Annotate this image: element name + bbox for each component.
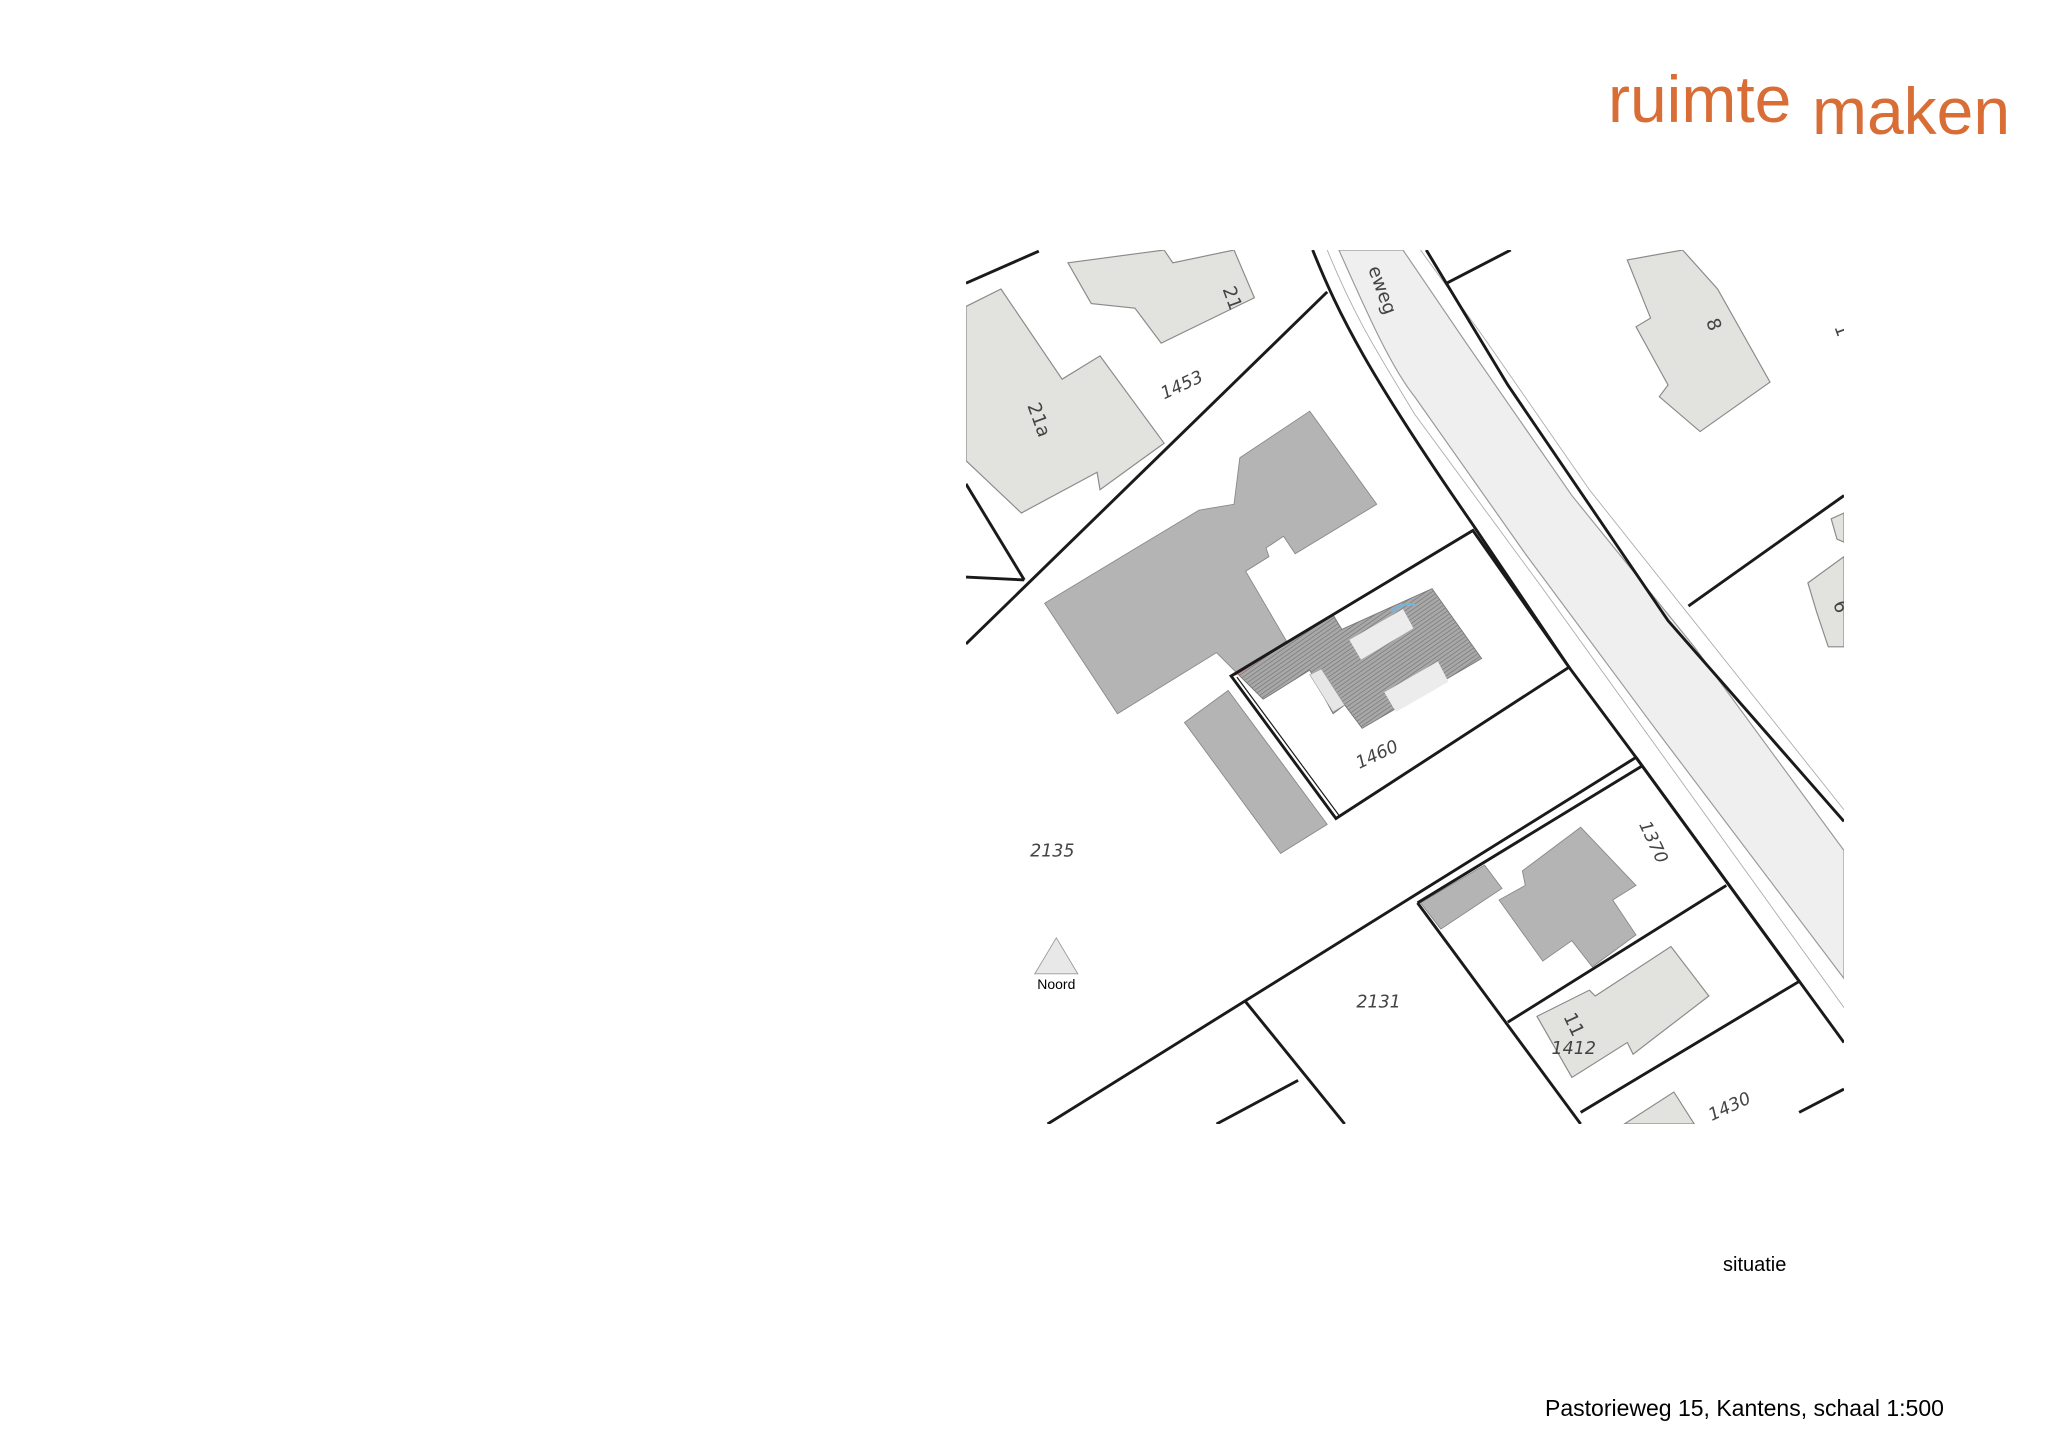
boundary-double-line xyxy=(1236,676,1341,818)
north-arrow-icon xyxy=(1033,936,1079,975)
parcel-2135: 2135 xyxy=(1030,841,1074,861)
existing-main-building xyxy=(1044,410,1378,715)
terrace xyxy=(1309,668,1346,713)
water-mark xyxy=(1390,602,1415,613)
situation-map: eweg 21 21a 8 11 1 6 1453 1460 2135 1370… xyxy=(966,250,1844,1124)
building-8 xyxy=(1626,250,1771,433)
skylight xyxy=(1384,661,1449,713)
building-1370 xyxy=(1498,826,1637,968)
logo-word-maken: maken xyxy=(1812,74,2011,148)
existing-shed xyxy=(1183,689,1328,855)
skylight xyxy=(1349,609,1414,660)
north-label: Noord xyxy=(1037,976,1075,992)
road-surface xyxy=(1338,250,1844,980)
building-11 xyxy=(1536,945,1710,1079)
new-extension-hatched xyxy=(1236,588,1483,729)
neighbour-buildings xyxy=(966,250,1844,1124)
road-boundary-east xyxy=(1425,250,1844,823)
logo-word-ruimte: ruimte xyxy=(1608,62,1792,136)
parcel-boundaries xyxy=(966,250,1844,1124)
building-21a xyxy=(966,288,1165,514)
drawing-address-scale: Pastorieweg 15, Kantens, schaal 1:500 xyxy=(1545,1395,1944,1421)
parcel-1460: 1460 xyxy=(1353,737,1402,774)
building-right-2 xyxy=(1807,555,1844,648)
drawing-title: situatie xyxy=(1723,1254,1787,1276)
parcel-1453: 1453 xyxy=(1158,367,1207,404)
road-edge-line xyxy=(1420,250,1844,811)
building-1430 xyxy=(1623,1091,1695,1124)
building-right-1 xyxy=(1830,512,1844,543)
road-edge-line xyxy=(1326,250,1844,1008)
annex-1370 xyxy=(1419,864,1503,930)
parcel-1430: 1430 xyxy=(1705,1089,1754,1124)
parcel-1412: 1412 xyxy=(1552,1039,1596,1059)
building-21 xyxy=(1067,250,1256,344)
parcel-2131: 2131 xyxy=(1356,993,1400,1013)
road-boundary-west xyxy=(1311,250,1844,1044)
house-number-right-1: 1 xyxy=(1829,321,1844,339)
parcel-1370: 1370 xyxy=(1634,818,1671,867)
